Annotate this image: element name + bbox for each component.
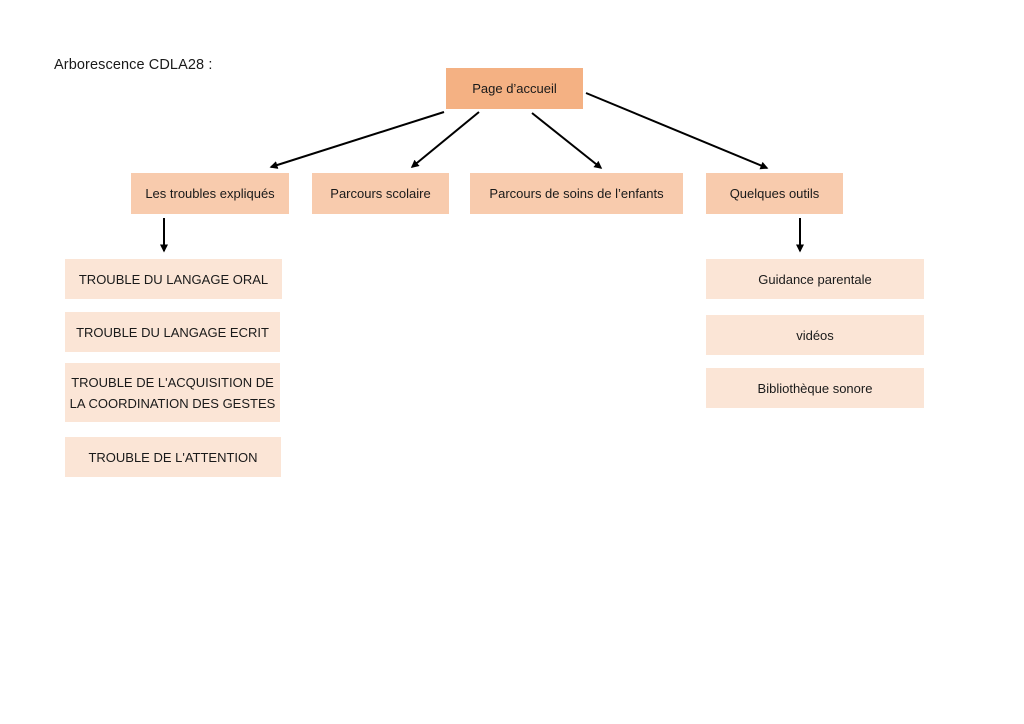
node-label: Guidance parentale	[758, 271, 872, 287]
node-trouble-attention: TROUBLE DE L'ATTENTION	[65, 437, 281, 477]
node-trouble-langage-ecrit: TROUBLE DU LANGAGE ECRIT	[65, 312, 280, 352]
node-videos: vidéos	[706, 315, 924, 355]
arrow-root-to-parcours-soins	[531, 112, 603, 169]
arrow-root-to-outils	[585, 92, 769, 170]
node-trouble-langage-oral: TROUBLE DU LANGAGE ORAL	[65, 259, 282, 299]
node-bibliotheque-sonore: Bibliothèque sonore	[706, 368, 924, 408]
node-label: TROUBLE DE L'ATTENTION	[88, 449, 258, 465]
node-label: Parcours de soins de l’enfants	[489, 186, 664, 201]
node-page-accueil: Page d’accueil	[446, 68, 583, 109]
node-les-troubles-expliques: Les troubles expliqués	[131, 173, 289, 214]
node-label: TROUBLE DU LANGAGE ORAL	[78, 271, 269, 287]
arrow-root-to-parcours-scolaire	[410, 111, 480, 168]
node-parcours-scolaire: Parcours scolaire	[312, 173, 449, 214]
page-title: Arborescence CDLA28 :	[54, 57, 213, 73]
node-label: TROUBLE DU LANGAGE ECRIT	[76, 324, 269, 340]
arrow-root-to-troubles	[269, 111, 445, 169]
node-quelques-outils: Quelques outils	[706, 173, 843, 214]
node-parcours-de-soins: Parcours de soins de l’enfants	[470, 173, 683, 214]
node-guidance-parentale: Guidance parentale	[706, 259, 924, 299]
node-trouble-acquisition-coordination: TROUBLE DE L'ACQUISITION DE LA COORDINAT…	[65, 363, 280, 422]
node-label: vidéos	[796, 327, 834, 343]
node-label: Bibliothèque sonore	[757, 380, 873, 396]
node-label: Les troubles expliqués	[145, 186, 275, 201]
node-label: Page d’accueil	[472, 81, 557, 96]
node-label: Parcours scolaire	[330, 186, 431, 201]
node-label: Quelques outils	[729, 186, 820, 201]
node-label: TROUBLE DE L'ACQUISITION DE LA COORDINAT…	[69, 374, 276, 411]
